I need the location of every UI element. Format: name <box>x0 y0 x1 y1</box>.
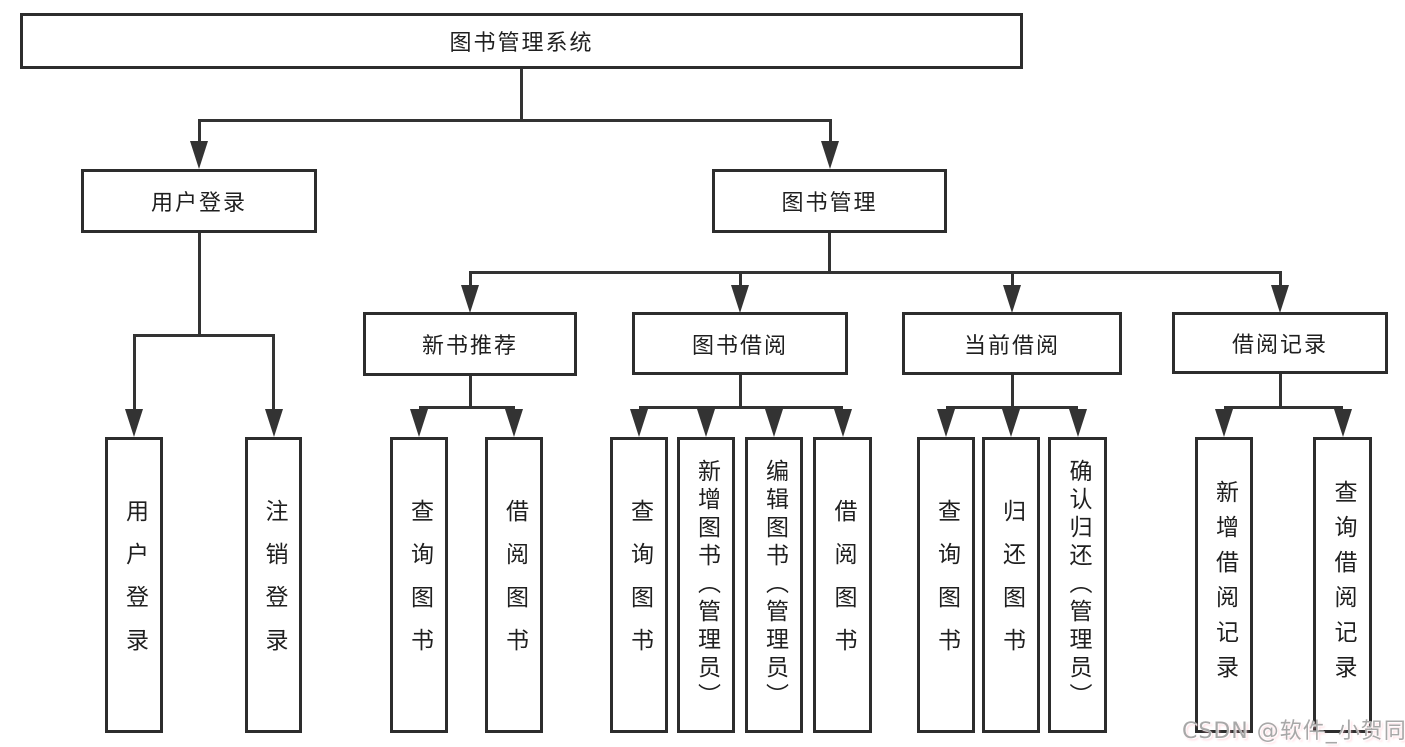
arrow-down-icon <box>1271 285 1289 313</box>
connector-stem-level3 <box>1011 271 1014 288</box>
node-book-management: 图书管理 <box>712 169 947 233</box>
leaf-label: 借阅图书 <box>830 499 856 671</box>
node-book-borrow: 图书借阅 <box>632 312 848 375</box>
arrow-down-icon <box>1003 285 1021 313</box>
connector-stem-level3 <box>1279 271 1282 288</box>
leaf-return-book: 归还图书 <box>982 437 1040 733</box>
connector-current-borrow-split <box>946 406 1078 409</box>
connector-root-split <box>199 119 831 122</box>
connector-borrow-record-stem <box>1279 374 1282 408</box>
arrow-down-icon <box>505 409 523 437</box>
node-label: 用户登录 <box>150 191 247 216</box>
node-current-borrow: 当前借阅 <box>902 312 1122 375</box>
arrow-down-icon <box>731 285 749 313</box>
connector-borrow-record-split <box>1224 406 1343 409</box>
arrow-down-icon <box>265 409 283 437</box>
leaf-label: 查询借阅记录 <box>1330 480 1356 690</box>
connector-new-book-rec-split <box>419 406 515 409</box>
arrow-down-icon <box>190 141 208 169</box>
arrow-down-icon <box>765 409 783 437</box>
connector-stem-level3 <box>469 271 472 288</box>
connector-new-book-rec-stem <box>469 376 472 408</box>
node-label: 图书管理 <box>781 191 878 216</box>
arrow-down-icon <box>937 409 955 437</box>
arrow-down-icon <box>1002 409 1020 437</box>
connector-book-borrow-stem <box>739 375 742 408</box>
connector-stem-user-login <box>198 119 201 145</box>
leaf-label: 确认归还（管理员） <box>1065 459 1091 711</box>
connector-current-borrow-stem <box>1011 375 1014 408</box>
connector-root-stem <box>520 69 523 121</box>
leaf-confirm-return-admin: 确认归还（管理员） <box>1048 437 1107 733</box>
connector-book-borrow-split <box>639 406 843 409</box>
connector-book-mgmt-stem <box>828 233 831 273</box>
leaf-label: 归还图书 <box>998 499 1025 671</box>
node-user-login: 用户登录 <box>81 169 317 233</box>
leaf-label: 新增图书（管理员） <box>693 459 720 711</box>
connector-stem-level3 <box>739 271 742 288</box>
leaf-user-login: 用户登录 <box>105 437 163 733</box>
connector-book-mgmt-split <box>470 271 1281 274</box>
arrow-down-icon <box>821 141 839 169</box>
connector-user-login-stem <box>198 233 201 336</box>
arrow-down-icon <box>630 409 648 437</box>
connector-stem-book-mgmt <box>829 119 832 145</box>
watermark-csdn: CSDN @软件_小贺同学 <box>1182 719 1405 744</box>
leaf-label: 用户登录 <box>121 499 148 671</box>
leaf-label: 新增借阅记录 <box>1211 480 1238 690</box>
leaf-borrow-book-1: 借阅图书 <box>485 437 543 733</box>
leaf-query-book-1: 查询图书 <box>390 437 448 733</box>
arrow-down-icon <box>125 409 143 437</box>
arrow-down-icon <box>461 285 479 313</box>
leaf-logout-login: 注销登录 <box>245 437 302 733</box>
arrow-down-icon <box>697 409 715 437</box>
arrow-down-icon <box>834 409 852 437</box>
leaf-add-book-admin: 新增图书（管理员） <box>677 437 735 733</box>
leaf-add-borrow-record: 新增借阅记录 <box>1195 437 1253 733</box>
connector-user-login-split <box>134 334 274 337</box>
leaf-label: 借阅图书 <box>501 499 528 671</box>
node-label: 图书管理系统 <box>449 31 594 56</box>
leaf-query-book-3: 查询图书 <box>917 437 975 733</box>
node-label: 当前借阅 <box>963 333 1060 359</box>
leaf-borrow-book-2: 借阅图书 <box>813 437 872 733</box>
node-root-system: 图书管理系统 <box>20 13 1023 69</box>
node-label: 新书推荐 <box>421 334 518 359</box>
node-label: 图书借阅 <box>691 333 788 359</box>
connector-stem-leaf <box>272 334 275 412</box>
leaf-query-borrow-record: 查询借阅记录 <box>1313 437 1372 733</box>
leaf-label: 注销登录 <box>261 499 287 671</box>
node-label: 借阅记录 <box>1231 333 1328 358</box>
arrow-down-icon <box>1215 409 1233 437</box>
connector-stem-leaf <box>133 334 136 412</box>
leaf-label: 编辑图书（管理员） <box>761 459 788 711</box>
arrow-down-icon <box>1334 409 1352 437</box>
leaf-label: 查询图书 <box>406 499 433 671</box>
leaf-query-book-2: 查询图书 <box>610 437 668 733</box>
leaf-edit-book-admin: 编辑图书（管理员） <box>745 437 803 733</box>
node-new-book-recommend: 新书推荐 <box>363 312 577 376</box>
leaf-label: 查询图书 <box>933 499 960 671</box>
arrow-down-icon <box>1069 409 1087 437</box>
arrow-down-icon <box>410 409 428 437</box>
leaf-label: 查询图书 <box>626 499 653 671</box>
node-borrow-record: 借阅记录 <box>1172 312 1388 374</box>
